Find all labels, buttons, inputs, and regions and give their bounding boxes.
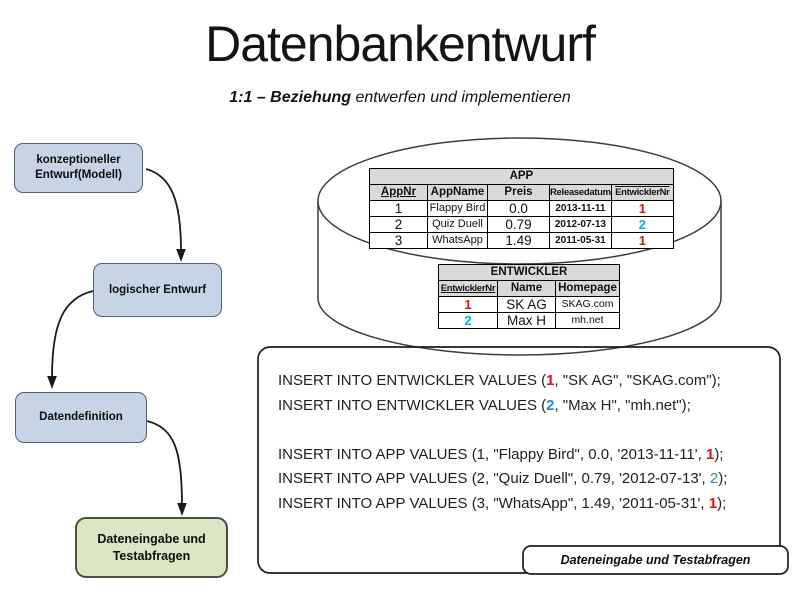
table-cell: 2013-11-11: [549, 200, 612, 217]
sql-segment: INSERT INTO APP VALUES (3, "WhatsApp", 1…: [278, 494, 709, 512]
column-header: EntwicklerNr: [610, 184, 674, 201]
table-cell: Max H: [497, 312, 556, 329]
table-title: ENTWICKLER: [438, 264, 620, 281]
sql-segment: INSERT INTO APP VALUES (1, "Flappy Bird"…: [278, 445, 706, 463]
table-cell: 1.49: [487, 232, 550, 249]
table-cell: 1: [610, 232, 674, 249]
flow-step-datendefinition: Datendefinition: [15, 392, 147, 443]
sql-segment: );: [717, 494, 727, 512]
sql-segment: INSERT INTO APP VALUES (2, "Quiz Duell",…: [278, 470, 710, 487]
page-subtitle: 1:1 – Beziehung entwerfen und implementi…: [0, 88, 800, 108]
table-cell: Flappy Bird: [427, 200, 488, 217]
column-header: AppName: [427, 184, 488, 201]
sql-segment: );: [714, 445, 724, 463]
page-title: Datenbankentwurf: [205, 16, 596, 72]
column-header: Homepage: [555, 280, 620, 297]
table-cell: 1: [369, 200, 428, 217]
sql-statement: INSERT INTO ENTWICKLER VALUES (1, "SK AG…: [278, 369, 727, 394]
arrow-3-line: [146, 420, 183, 506]
sql-statement: INSERT INTO APP VALUES (3, "WhatsApp", 1…: [278, 492, 727, 517]
sql-segment: );: [718, 470, 728, 487]
sql-segment: , "Max H", "mh.net");: [554, 396, 691, 414]
column-header: EntwicklerNr: [438, 280, 498, 297]
table-cell: SK AG: [497, 296, 556, 313]
sql-statement: INSERT INTO APP VALUES (2, "Quiz Duell",…: [278, 467, 727, 492]
flow-step-konzeptioneller-entwurf: konzeptioneller Entwurf(Modell): [14, 143, 143, 193]
arrow-1-head-icon: [176, 249, 186, 262]
sql-segment: INSERT INTO ENTWICKLER VALUES (: [278, 372, 547, 389]
table-cell: 2012-07-13: [549, 216, 612, 233]
arrow-3-head-icon: [177, 503, 187, 516]
sql-segment: 1: [546, 372, 555, 389]
table-cell: 0.79: [487, 216, 550, 233]
table-cell: mh.net: [555, 312, 620, 329]
table-cell: WhatsApp: [427, 232, 488, 249]
table-cell: Quiz Duell: [427, 216, 488, 233]
flow-arrows: [51, 168, 183, 506]
table-cell: 0.0: [487, 200, 550, 217]
table-cell: 1: [610, 200, 674, 217]
arrow-2-line: [51, 290, 94, 379]
subtitle-bold-part: 1:1 – Beziehung: [229, 89, 352, 106]
caption-label: Dateneingabe und Testabfragen: [560, 553, 751, 567]
table-cell: 3: [369, 232, 428, 249]
table-cell: 2: [369, 216, 428, 233]
table-cell: 2: [438, 312, 498, 329]
sql-statements: INSERT INTO ENTWICKLER VALUES (1, "SK AG…: [278, 369, 727, 516]
sql-segment: 2: [709, 470, 719, 487]
column-header: Name: [497, 280, 556, 297]
sql-segment: , "SK AG", "SKAG.com");: [554, 372, 721, 389]
sql-segment: INSERT INTO ENTWICKLER VALUES (: [278, 396, 547, 414]
table-cell: SKAG.com: [555, 296, 620, 313]
table-cell: 1: [438, 296, 498, 313]
arrow-1-line: [145, 168, 182, 252]
column-header: AppNr: [369, 184, 428, 201]
sql-segment: 1: [708, 494, 718, 512]
sql-statement: INSERT INTO APP VALUES (1, "Flappy Bird"…: [278, 443, 727, 468]
sql-segment: 1: [705, 445, 715, 463]
table-cell: 2011-05-31: [549, 232, 612, 249]
flow-step-dateneingabe: Dateneingabe und Testabfragen: [75, 517, 228, 578]
sql-segment: 2: [546, 396, 555, 414]
arrow-2-head-icon: [47, 376, 57, 389]
sql-blank-line: [278, 418, 727, 443]
column-header: Releasedatum: [549, 184, 612, 201]
table-title: APP: [369, 168, 674, 185]
sql-panel-border: [257, 346, 781, 574]
caption-box: [522, 545, 789, 575]
subtitle-italic-part: entwerfen und implementieren: [351, 89, 571, 106]
column-header: Preis: [487, 184, 550, 201]
table-cell: 2: [610, 216, 674, 233]
cylinder-side-outline: [317, 201, 722, 356]
flow-step-logischer-entwurf: logischer Entwurf: [93, 263, 222, 317]
sql-statement: INSERT INTO ENTWICKLER VALUES (2, "Max H…: [278, 394, 727, 419]
